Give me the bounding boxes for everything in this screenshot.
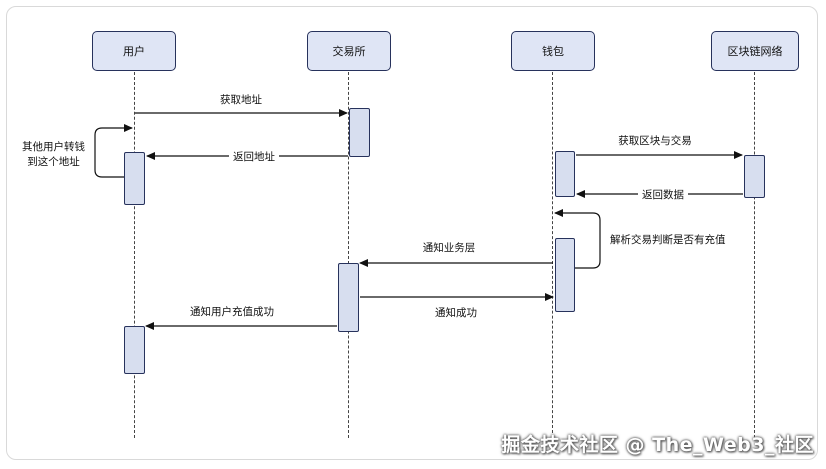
label-notify-user-recharge: 通知用户充值成功: [190, 306, 274, 318]
activation-blockchain-1: [744, 155, 765, 198]
watermark: 掘金技术社区 @ The_Web3_社区: [501, 434, 814, 456]
participant-exchange: 交易所: [307, 31, 391, 71]
participant-blockchain: 区块链网络: [711, 31, 799, 71]
label-notify-business: 通知业务层: [422, 242, 476, 254]
participant-exchange-label: 交易所: [332, 45, 366, 58]
participant-wallet: 钱包: [511, 31, 595, 71]
participant-wallet-label: 钱包: [542, 45, 564, 58]
activation-wallet-1: [555, 151, 575, 197]
label-parse-tx: 解析交易判断是否有充值: [610, 234, 726, 246]
label-user-transfer: 其他用户转钱 到这个地址: [22, 140, 85, 170]
label-return-data: 返回数据: [638, 188, 688, 202]
activation-user-2: [124, 326, 145, 374]
activation-exchange-2: [338, 263, 359, 332]
lifeline-exchange: [348, 72, 349, 438]
lifeline-user: [134, 72, 135, 438]
label-notify-success: 通知成功: [435, 307, 477, 319]
label-fetch-blocks: 获取区块与交易: [618, 135, 692, 147]
label-user-transfer-line2: 到这个地址: [27, 156, 80, 168]
label-return-address: 返回地址: [229, 150, 279, 164]
participant-user-label: 用户: [123, 45, 145, 58]
lifeline-wallet: [552, 72, 553, 438]
arrow-wallet-self-parse: [554, 209, 601, 269]
activation-exchange-1: [349, 108, 370, 157]
activation-user-1: [124, 152, 145, 205]
activation-wallet-2: [555, 238, 575, 312]
lifeline-blockchain: [754, 72, 755, 438]
arrow-user-self-transfer: [94, 124, 133, 178]
label-user-transfer-line1: 其他用户转钱: [22, 141, 85, 153]
participant-user: 用户: [92, 31, 176, 71]
diagram-frame: [6, 6, 818, 460]
participant-blockchain-label: 区块链网络: [727, 45, 783, 58]
label-get-address: 获取地址: [220, 94, 262, 106]
